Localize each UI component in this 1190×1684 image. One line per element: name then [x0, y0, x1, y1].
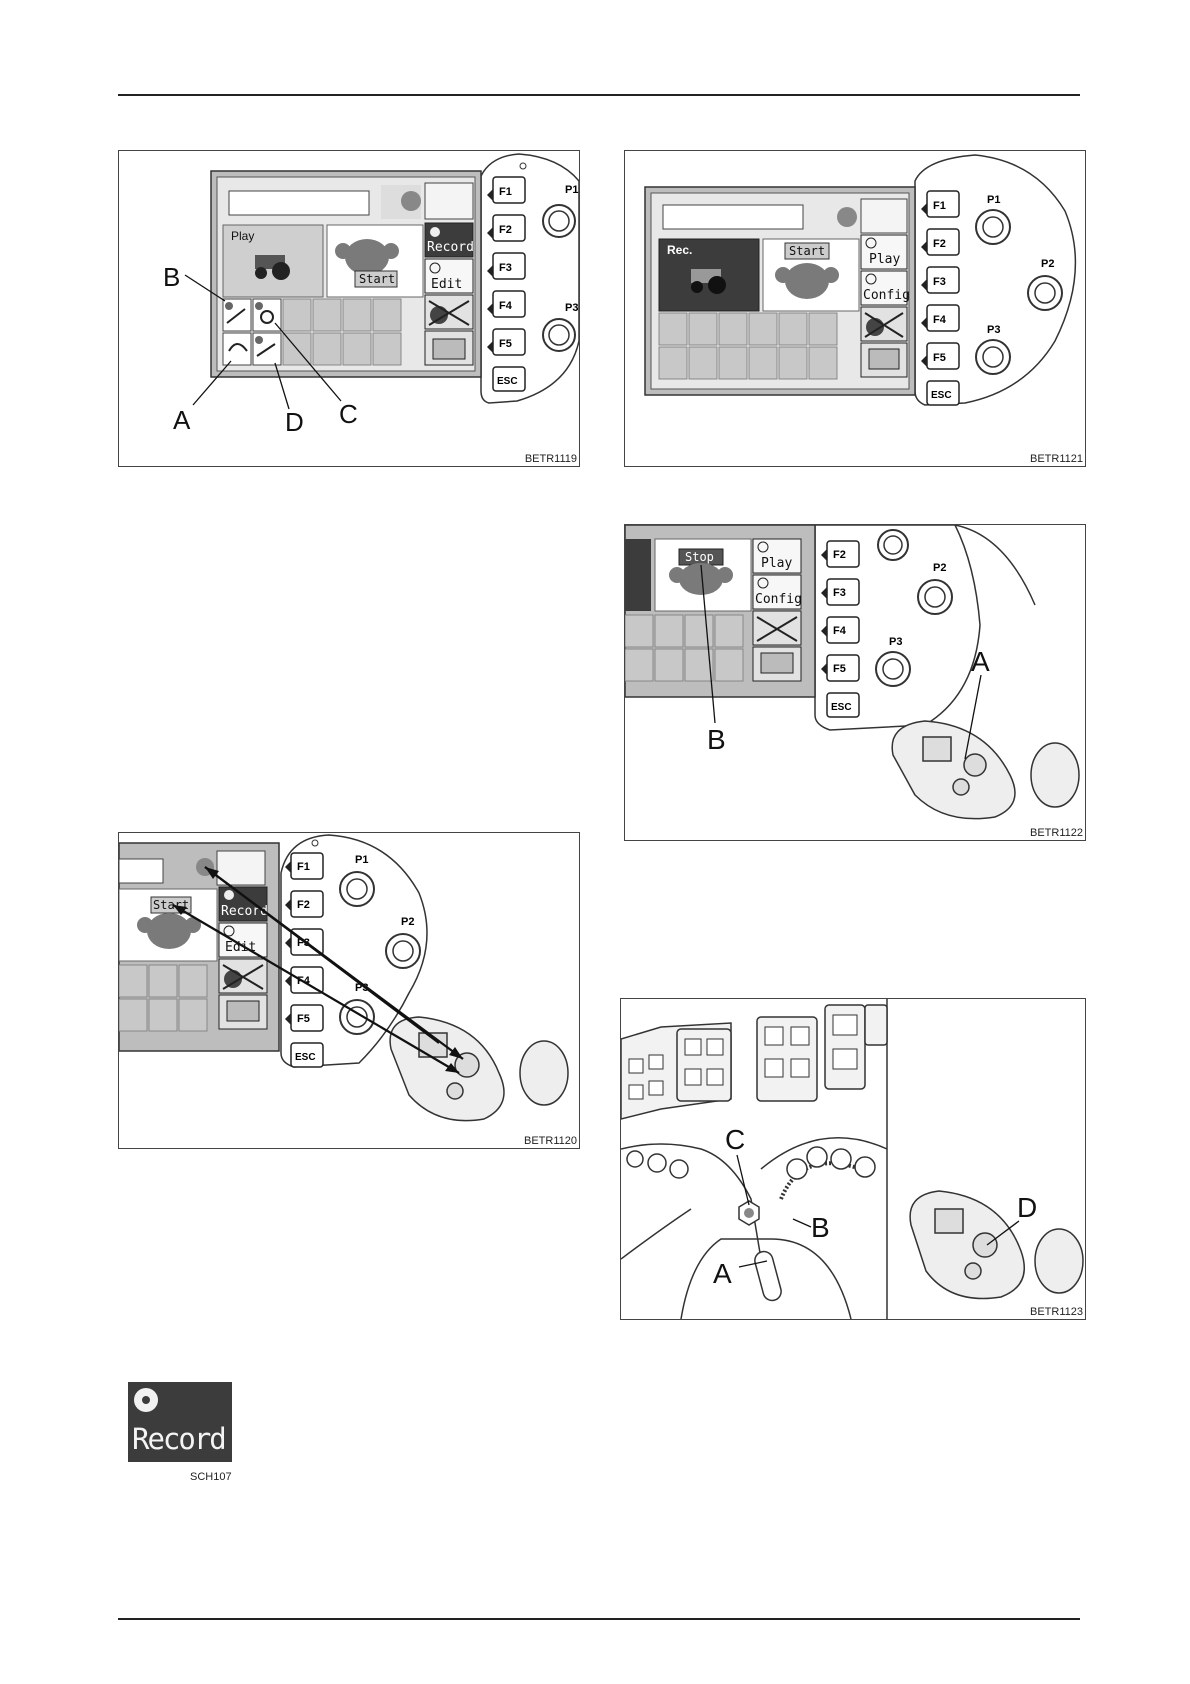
callout-d: D [285, 407, 304, 437]
f1-key-1120: F1 [297, 861, 310, 873]
callout-b-1122: B [707, 724, 726, 755]
callout-d-1123: D [1017, 1192, 1037, 1223]
f5-key-1120: F5 [297, 1013, 310, 1025]
f2-key-1121: F2 [933, 238, 946, 250]
figure-betr1123: C B A D BETR1123 [620, 998, 1086, 1320]
esc-key: ESC [497, 376, 518, 387]
p3-label: P3 [565, 302, 578, 314]
figure-id: BETR1120 [524, 1135, 577, 1147]
esc-key-1122: ESC [831, 702, 852, 713]
callout-b: B [163, 262, 180, 292]
figure-id: BETR1123 [1030, 1306, 1083, 1318]
esc-key-1120: ESC [295, 1052, 316, 1063]
esc-key-1121: ESC [931, 390, 952, 401]
config-label-1121: Config [863, 288, 910, 303]
play-label: Play [231, 229, 254, 243]
p1-label-1121: P1 [987, 194, 1000, 206]
f3-key-1121: F3 [933, 276, 946, 288]
config-label-1122: Config [755, 592, 802, 607]
f4-key: F4 [499, 300, 513, 312]
callout-c: C [339, 399, 358, 429]
figure-betr1122: Stop Play Config F2 F3 F4 [624, 524, 1086, 841]
edit-label: Edit [431, 277, 462, 292]
figure-betr1119: Play Start Record Edit [118, 150, 580, 467]
figure-betr1121: Rec. Start Play Config [624, 150, 1086, 467]
f5-key-1122: F5 [833, 663, 846, 675]
record-icon-label: Record [132, 1422, 225, 1456]
p1-label-1120: P1 [355, 854, 368, 866]
rec-label: Rec. [667, 243, 692, 257]
stop-label: Stop [685, 550, 714, 564]
play-label-1121: Play [869, 252, 900, 267]
f4-key-1121: F4 [933, 314, 947, 326]
p3-label-1121: P3 [987, 324, 1000, 336]
p3-label-1122: P3 [889, 636, 902, 648]
f5-key: F5 [499, 338, 512, 350]
callout-a-1123: A [713, 1258, 732, 1289]
callout-a: A [173, 405, 191, 435]
f1-key-1121: F1 [933, 200, 946, 212]
f2-key-1120: F2 [297, 899, 310, 911]
p2-label-1122: P2 [933, 562, 946, 574]
figure-id: BETR1119 [525, 453, 577, 465]
figure-betr1120: Start Record Edit F1 [118, 832, 580, 1149]
record-dot-icon [134, 1388, 158, 1412]
record-label: Record [427, 240, 474, 255]
p2-label-1121: P2 [1041, 258, 1054, 270]
figure-id: BETR1121 [1030, 453, 1083, 465]
figure-id: BETR1122 [1030, 827, 1083, 839]
play-label-1122: Play [761, 556, 792, 571]
p2-label-1120: P2 [401, 916, 414, 928]
start-label-1121: Start [789, 244, 825, 258]
callout-b-1123: B [811, 1212, 830, 1243]
header-rule [118, 94, 1080, 96]
record-icon-id: SCH107 [190, 1471, 232, 1483]
callout-c-1123: C [725, 1124, 745, 1155]
record-icon: Record [128, 1382, 232, 1462]
f1-key: F1 [499, 186, 512, 198]
f5-key-1121: F5 [933, 352, 946, 364]
f4-key-1122: F4 [833, 625, 847, 637]
footer-rule [118, 1618, 1080, 1620]
start-label: Start [359, 272, 395, 286]
p1-label: P1 [565, 184, 578, 196]
f3-key-1122: F3 [833, 587, 846, 599]
record-label-1120: Record [221, 904, 268, 919]
f2-key: F2 [499, 224, 512, 236]
callout-a-1122: A [971, 646, 990, 677]
f3-key: F3 [499, 262, 512, 274]
f2-key-1122: F2 [833, 549, 846, 561]
edit-label-1120: Edit [225, 940, 256, 955]
